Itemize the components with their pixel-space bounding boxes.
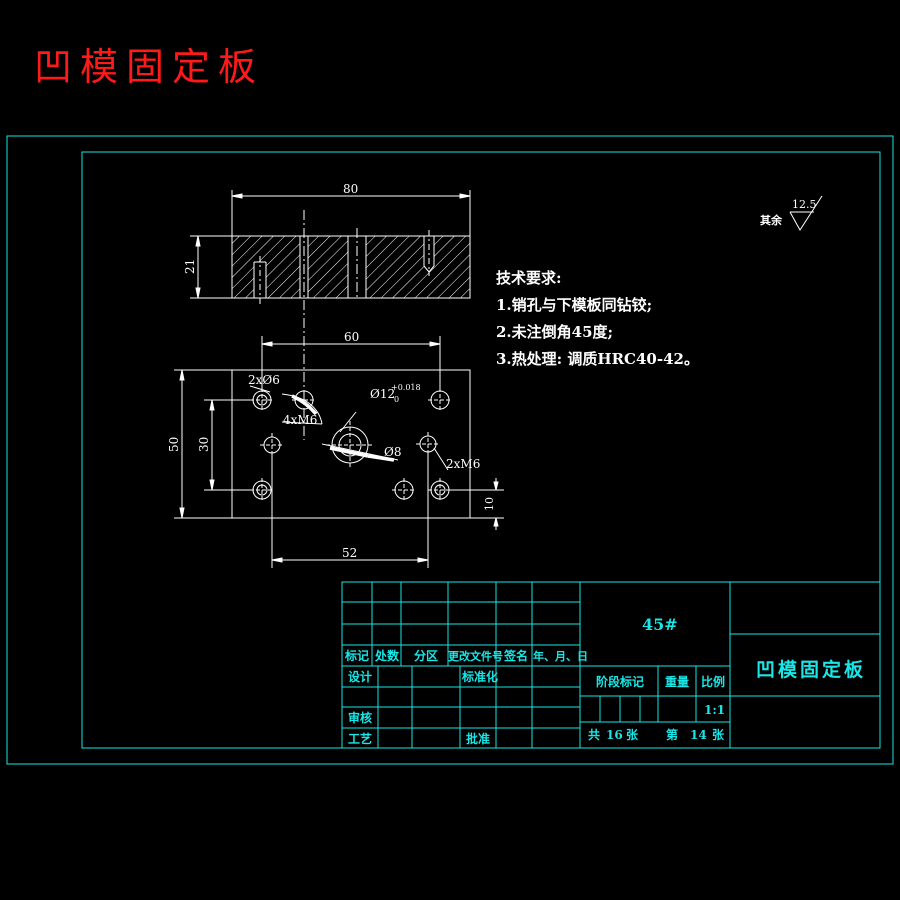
dim-row-span-text: 30 <box>197 437 211 452</box>
page-title: 凹模固定板 <box>34 45 265 89</box>
dim-hole-span-text: 60 <box>344 330 359 344</box>
callout-threads: 4xM6 <box>283 413 317 427</box>
surface-label: 其余 <box>760 213 783 227</box>
tb-stage-mark: 阶段标记 <box>596 674 644 689</box>
callout-inner-bore: Ø8 <box>384 445 401 459</box>
tech-item-3: 3.热处理: 调质HRC40-42。 <box>496 350 699 368</box>
dim-edge-offset <box>450 478 504 530</box>
tb-sheets-unit: 张 <box>626 727 639 742</box>
tech-item-2: 2.未注倒角45度; <box>496 323 613 341</box>
callout-pin-holes: 2xØ6 <box>248 373 280 387</box>
tech-heading: 技术要求: <box>496 269 562 287</box>
dim-bottom-span <box>271 452 429 568</box>
callout-center-bore: Ø12 <box>370 387 395 401</box>
tb-header-zone: 分区 <box>414 648 438 663</box>
tb-scale-value: 1:1 <box>704 703 725 717</box>
outer-frame <box>6 135 894 765</box>
leader-lines <box>249 385 449 471</box>
dim-plate-height <box>174 369 232 519</box>
tb-design: 设计 <box>348 669 372 684</box>
dim-edge-offset-text: 10 <box>483 497 496 511</box>
tb-sheet-unit: 张 <box>712 727 725 742</box>
dim-bottom-span-text: 52 <box>342 546 357 560</box>
dim-top-width-text: 80 <box>343 182 358 196</box>
tb-standardize: 标准化 <box>461 669 498 684</box>
dim-top-height <box>190 235 232 299</box>
tb-header-mark: 标记 <box>344 648 369 663</box>
tb-header-sign: 签名 <box>503 648 528 663</box>
callout-right-pin: 2xM6 <box>446 457 480 471</box>
tb-approve: 批准 <box>466 731 490 746</box>
dim-top-height-text: 21 <box>183 259 197 274</box>
tb-header-count: 处数 <box>374 648 400 663</box>
dim-plate-height-text: 50 <box>167 437 181 452</box>
tb-process: 工艺 <box>348 731 372 746</box>
tb-sheet-no: 14 <box>690 728 707 742</box>
leader-thick <box>291 394 395 462</box>
part-name-label: 凹模固定板 <box>756 658 866 681</box>
callout-tol-upper: +0.018 <box>391 383 421 392</box>
title-block-lines <box>341 581 881 749</box>
dim-top-width <box>231 190 471 236</box>
tb-scale: 比例 <box>701 674 725 689</box>
callout-tol-lower: 0 <box>394 395 399 404</box>
tb-sheet-label: 第 <box>666 727 678 742</box>
tb-total-label: 共 <box>588 727 600 742</box>
tb-header-date: 年、月、日 <box>533 649 588 663</box>
surface-roughness-symbol <box>789 195 823 231</box>
material-label: 45# <box>642 615 678 634</box>
tb-total-sheets: 16 <box>606 728 623 742</box>
surface-value: 12.5 <box>792 198 817 211</box>
plan-view <box>231 369 471 519</box>
dim-hole-span <box>261 336 441 392</box>
tb-weight: 重量 <box>665 674 689 689</box>
tb-header-docno: 更改文件号 <box>448 649 503 663</box>
tech-item-1: 1.销孔与下模板同钻铰; <box>496 296 652 314</box>
dim-row-span <box>204 399 252 491</box>
section-view <box>231 210 471 440</box>
tb-review: 审核 <box>348 710 372 725</box>
